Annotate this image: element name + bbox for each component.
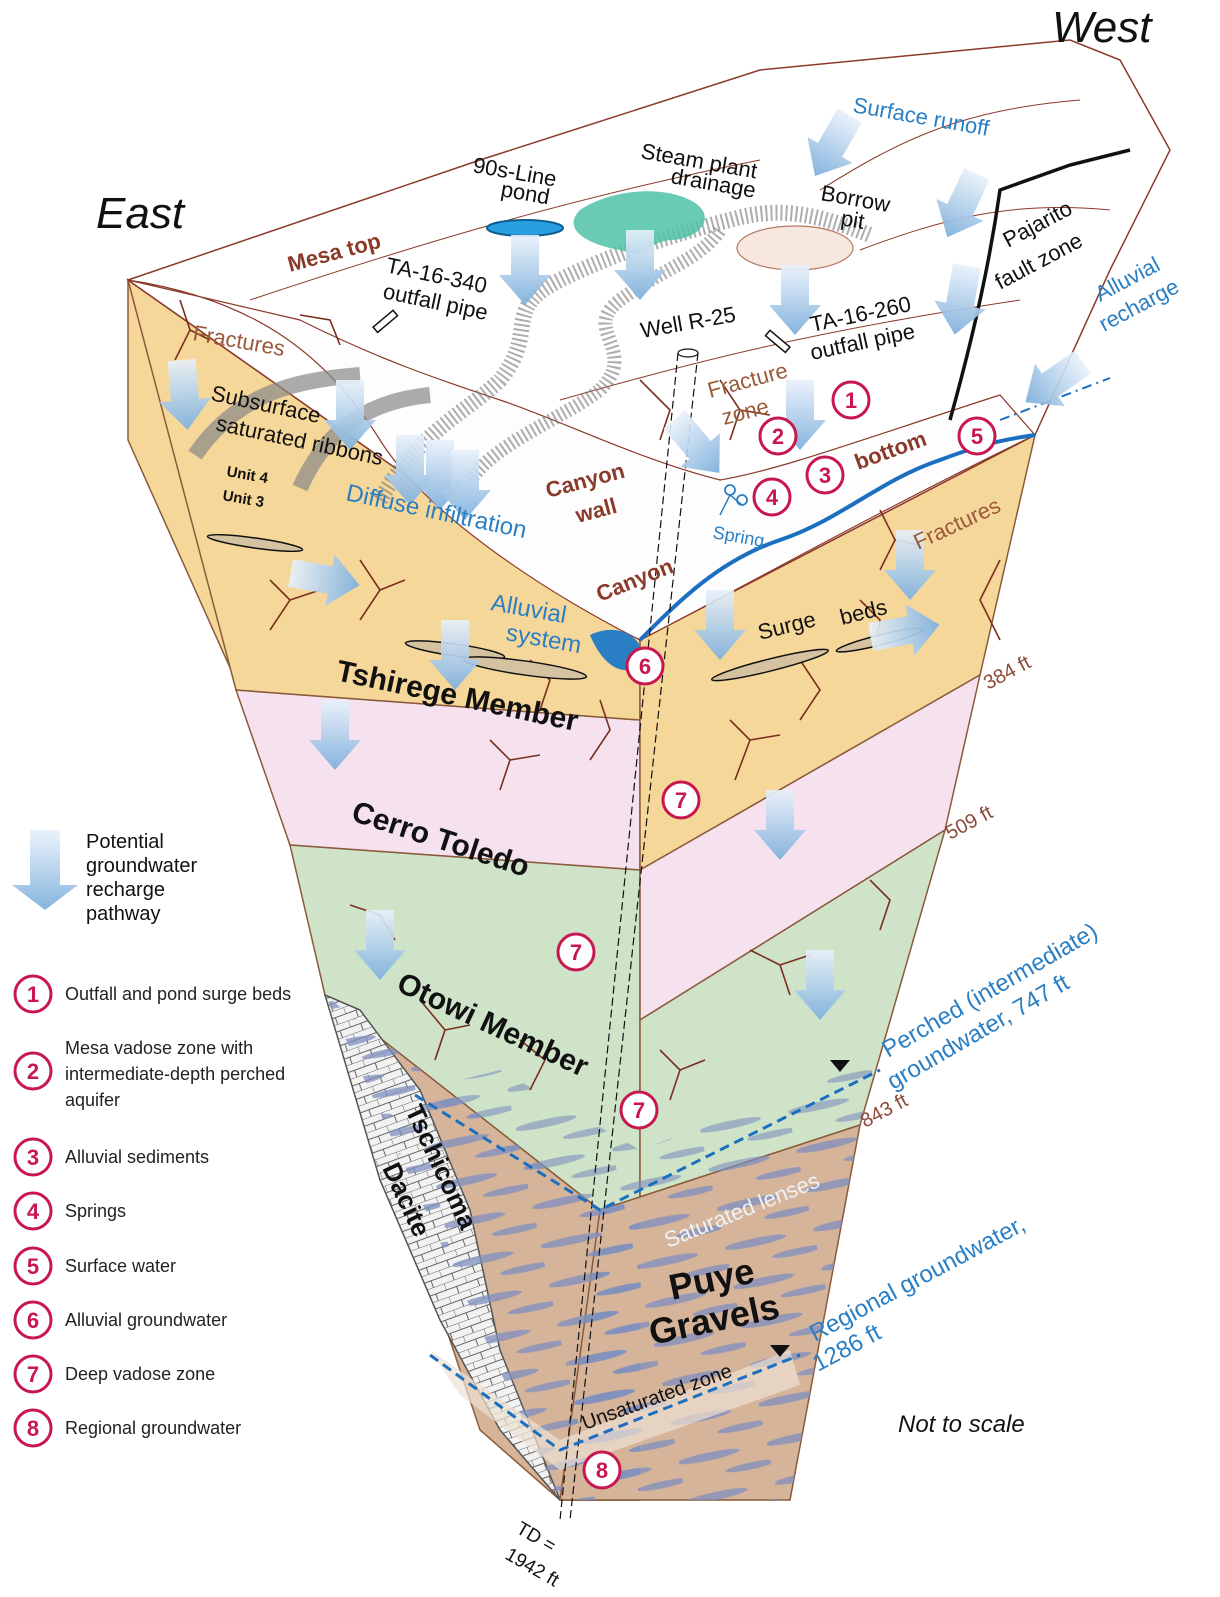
svg-text:8: 8 — [27, 1416, 39, 1441]
svg-text:2: 2 — [772, 424, 784, 449]
svg-text:Alluvial sediments: Alluvial sediments — [65, 1147, 209, 1167]
legend-arrow-icon — [12, 830, 78, 910]
pond-90s-line — [487, 220, 563, 236]
marker-8: 8 — [584, 1452, 620, 1488]
svg-text:Springs: Springs — [65, 1201, 126, 1221]
svg-text:6: 6 — [27, 1308, 39, 1333]
legend-pathway-4: pathway — [86, 903, 161, 925]
legend-pathway-1: Potential — [86, 831, 164, 853]
svg-text:5: 5 — [27, 1254, 39, 1279]
legend-item-6: 6 Alluvial groundwater — [15, 1302, 227, 1338]
legend-pathway-2: groundwater — [86, 855, 198, 877]
svg-text:aquifer: aquifer — [65, 1090, 120, 1110]
svg-text:7: 7 — [633, 1098, 645, 1123]
marker-2: 2 — [760, 418, 796, 454]
svg-text:7: 7 — [570, 940, 582, 965]
svg-text:Deep vadose zone: Deep vadose zone — [65, 1364, 215, 1384]
svg-text:Outfall and pond surge beds: Outfall and pond surge beds — [65, 984, 291, 1004]
not-to-scale-note: Not to scale — [898, 1411, 1025, 1438]
svg-text:8: 8 — [596, 1458, 608, 1483]
legend-pathway-3: recharge — [86, 879, 165, 901]
legend-item-4: 4 Springs — [15, 1193, 126, 1229]
svg-text:Regional groundwater: Regional groundwater — [65, 1418, 241, 1438]
svg-text:6: 6 — [639, 654, 651, 679]
depth-td-2: 1942 ft — [502, 1544, 563, 1592]
svg-text:2: 2 — [27, 1059, 39, 1084]
svg-text:3: 3 — [27, 1145, 39, 1170]
legend: Potential groundwater recharge pathway 1… — [12, 830, 291, 1446]
svg-text:1: 1 — [27, 982, 39, 1007]
marker-4: 4 — [754, 479, 790, 515]
legend-item-8: 8 Regional groundwater — [15, 1410, 241, 1446]
svg-text:Surface water: Surface water — [65, 1256, 176, 1276]
marker-5: 5 — [959, 418, 995, 454]
orientation-west: West — [1052, 3, 1153, 52]
legend-item-5: 5 Surface water — [15, 1248, 176, 1284]
legend-item-2: 2 Mesa vadose zone with intermediate-dep… — [15, 1038, 285, 1110]
marker-7a: 7 — [663, 782, 699, 818]
marker-1: 1 — [833, 382, 869, 418]
depth-384: 384 ft — [980, 651, 1035, 694]
marker-7b: 7 — [558, 934, 594, 970]
legend-item-1: 1 Outfall and pond surge beds — [15, 976, 291, 1012]
svg-text:4: 4 — [766, 485, 779, 510]
marker-7c: 7 — [621, 1092, 657, 1128]
borrow-pit — [737, 226, 853, 270]
label-borrow-2: pit — [839, 205, 866, 234]
orientation-east: East — [96, 189, 186, 238]
legend-item-7: 7 Deep vadose zone — [15, 1356, 215, 1392]
svg-text:3: 3 — [819, 463, 831, 488]
svg-text:Alluvial groundwater: Alluvial groundwater — [65, 1310, 227, 1330]
svg-text:1: 1 — [845, 388, 857, 413]
legend-item-3: 3 Alluvial sediments — [15, 1139, 209, 1175]
svg-text:7: 7 — [27, 1362, 39, 1387]
svg-text:Mesa vadose zone with: Mesa vadose zone with — [65, 1038, 253, 1058]
svg-text:4: 4 — [27, 1199, 40, 1224]
marker-6: 6 — [627, 648, 663, 684]
marker-3: 3 — [807, 457, 843, 493]
svg-text:5: 5 — [971, 424, 983, 449]
svg-text:intermediate-depth perched: intermediate-depth perched — [65, 1064, 285, 1084]
svg-text:7: 7 — [675, 788, 687, 813]
